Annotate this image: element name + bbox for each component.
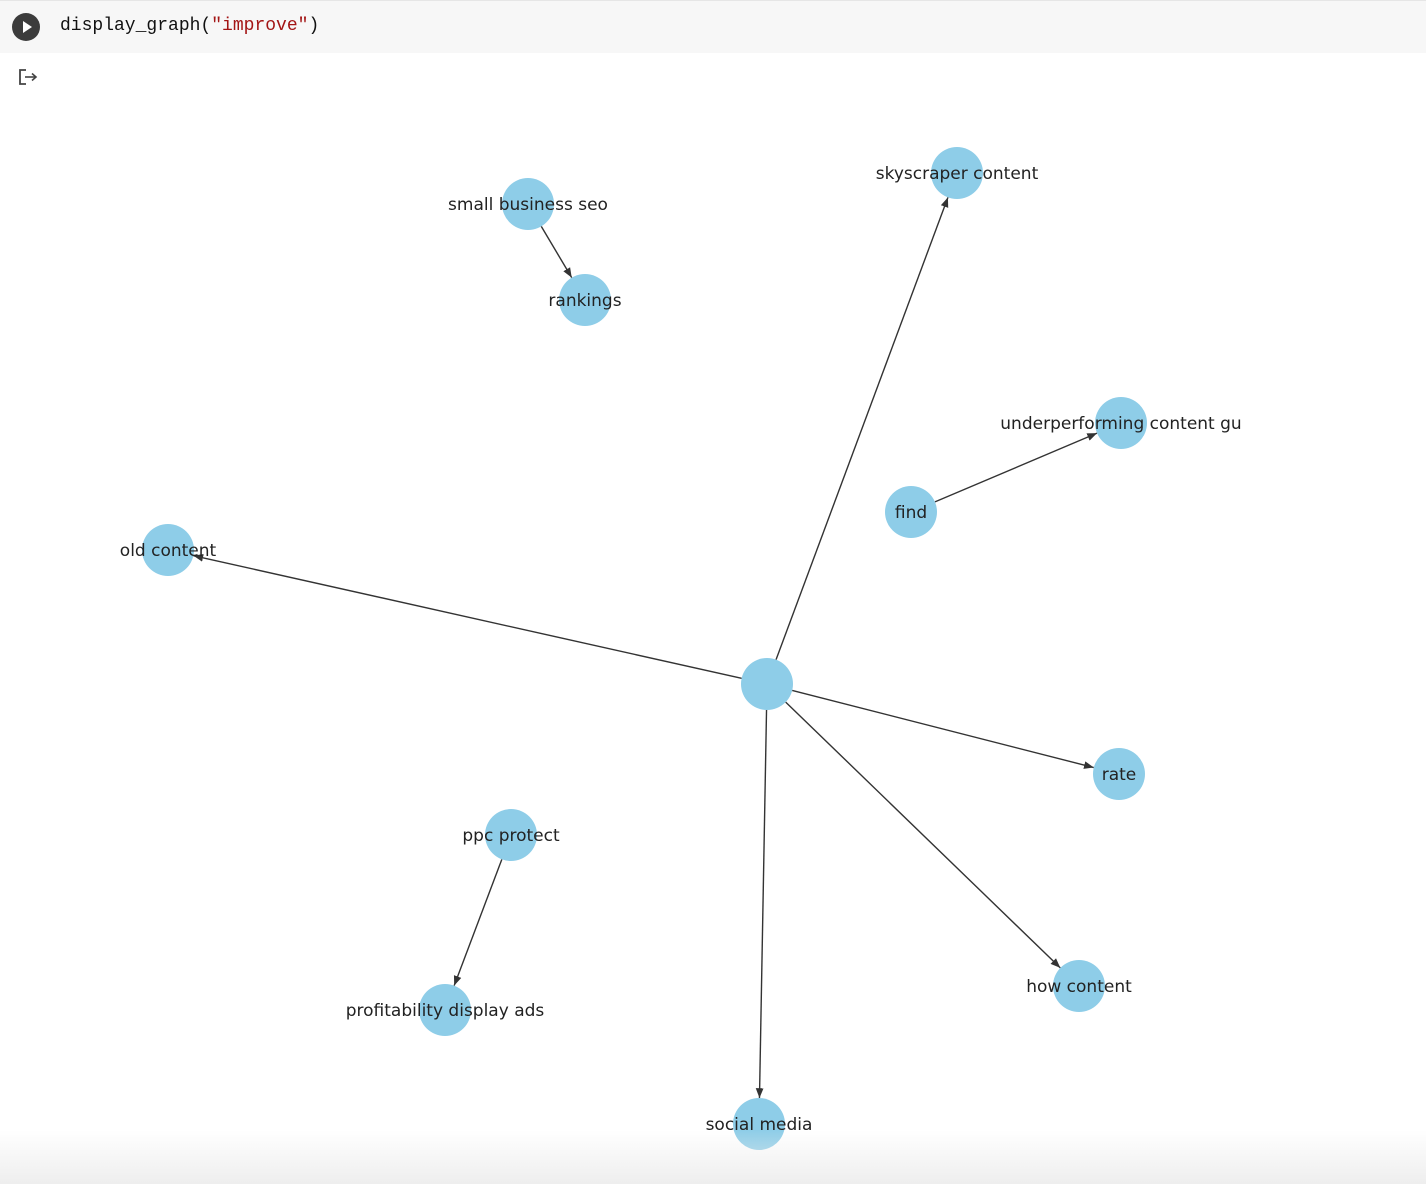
graph-node-skyscraper_content — [931, 147, 983, 199]
graph-node-underperforming — [1095, 397, 1147, 449]
graph-node-label-ppc_protect: ppc protect — [462, 826, 560, 846]
code-function-call: display_graph( — [60, 16, 212, 36]
graph-edge-center-old_content — [193, 553, 742, 680]
graph-edge-center-social_media — [755, 709, 768, 1099]
graph-node-small_business_seo — [502, 178, 554, 230]
play-icon — [23, 21, 32, 33]
graph-node-rate — [1093, 748, 1145, 800]
graph-node-center — [741, 658, 793, 710]
graph-node-rankings — [559, 274, 611, 326]
graph-node-label-social_media: social media — [706, 1115, 813, 1135]
graph-node-old_content — [142, 524, 194, 576]
graph-node-label-how_content: how content — [1026, 977, 1132, 997]
graph-node-label-old_content: old content — [120, 541, 217, 561]
graph-node-label-rate: rate — [1102, 765, 1137, 785]
graph-edge-center-skyscraper_content — [775, 197, 949, 660]
code-closing-paren: ) — [308, 16, 320, 36]
graph-edge-center-how_content — [785, 701, 1061, 969]
code-line[interactable]: display_graph("improve") — [60, 16, 319, 36]
graph-edge-small_business_seo-rankings — [540, 225, 573, 279]
code-cell[interactable]: display_graph("improve") — [0, 0, 1426, 53]
graph-node-find — [885, 486, 937, 538]
graph-node-label-small_business_seo: small business seo — [448, 195, 608, 215]
graph-node-label-rankings: rankings — [548, 291, 621, 311]
network-graph: small business seo rankings skyscraper con… — [120, 147, 1242, 1150]
graph-node-ppc_protect — [485, 809, 537, 861]
graph-edge-center-rate — [792, 689, 1094, 769]
code-string-argument: "improve" — [211, 16, 309, 36]
graph-edge-find-underperforming — [934, 432, 1098, 503]
graph-node-profitability — [419, 984, 471, 1036]
graph-node-how_content — [1053, 960, 1105, 1012]
graph-edge-ppc_protect-profitability — [453, 859, 503, 986]
graph-node-label-underperforming: underperforming content gu — [1000, 414, 1241, 434]
run-cell-button[interactable] — [12, 13, 40, 41]
output-redirect-icon[interactable] — [17, 67, 39, 87]
graph-node-label-skyscraper_content: skyscraper content — [876, 164, 1039, 184]
graph-node-label-find: find — [895, 503, 927, 523]
graph-node-label-profitability: profitability display ads — [346, 1001, 545, 1021]
